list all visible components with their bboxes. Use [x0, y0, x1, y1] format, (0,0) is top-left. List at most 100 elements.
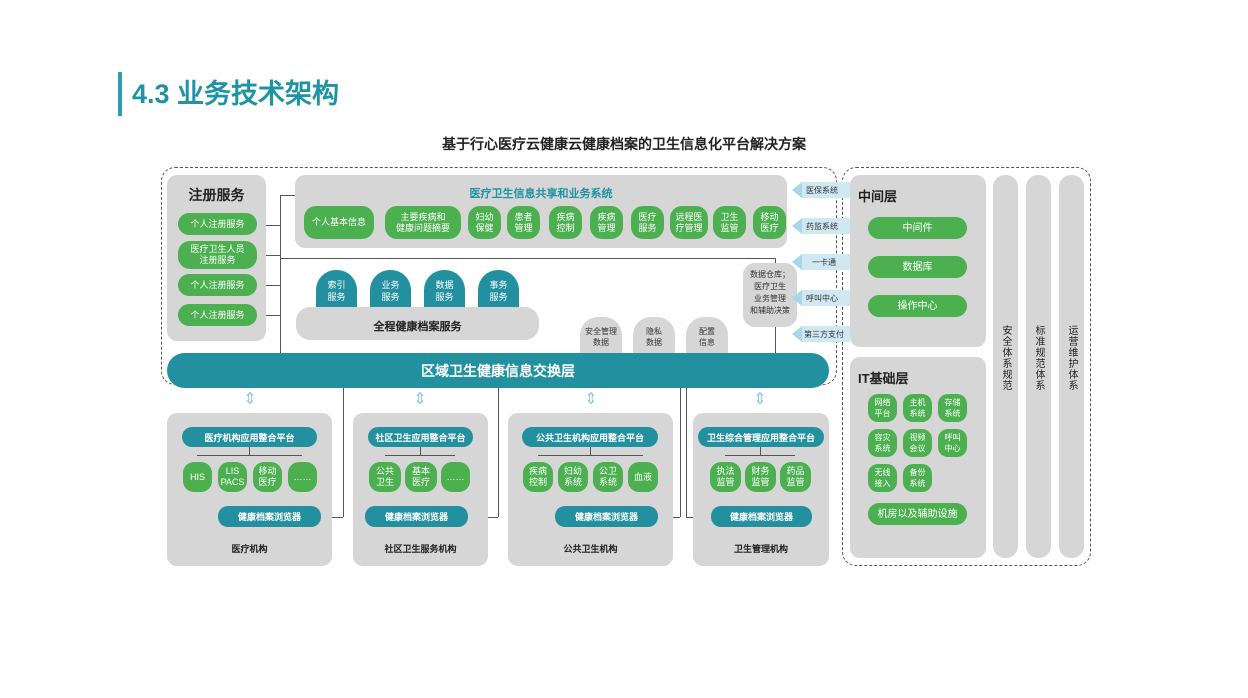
it-item[interactable]: 存储 系统 [938, 394, 967, 422]
side-system-label: 呼叫中心 [802, 290, 850, 306]
management-platform-bar[interactable]: 卫生综合管理应用整合平台 [698, 427, 824, 447]
archive-tab[interactable]: 事务 服务 [478, 270, 519, 312]
connector-line [343, 388, 344, 517]
management-app-item[interactable]: 执法 监管 [710, 462, 741, 492]
connector-line [385, 455, 455, 456]
community-app-item[interactable]: 基本 医疗 [405, 462, 437, 492]
it-layer-title: IT基础层 [858, 371, 909, 386]
archive-tab[interactable]: 索引 服务 [316, 270, 357, 312]
public-health-app-item[interactable]: 妇幼 系统 [558, 462, 588, 492]
it-item[interactable]: 视频 会议 [903, 429, 932, 457]
middleware-button[interactable]: 中间件 [868, 217, 967, 239]
management-institution-name: 卫生管理机构 [733, 544, 788, 554]
page-title: 4.3 业务技术架构 [132, 79, 340, 109]
medical-app-item[interactable]: 移动 医疗 [253, 462, 282, 492]
sharing-item[interactable]: 卫生 监管 [713, 206, 746, 239]
arrow-icon [792, 254, 802, 270]
public-health-browser-button[interactable]: 健康档案浏览器 [555, 506, 658, 527]
sharing-item[interactable]: 移动 医疗 [753, 206, 786, 239]
medical-app-item[interactable]: …… [288, 462, 317, 492]
it-item[interactable]: 呼叫 中心 [938, 429, 967, 457]
diagram-title: 基于行心医疗云健康云健康档案的卫生信息化平台解决方案 [442, 136, 806, 152]
side-system-label: 一卡通 [802, 254, 850, 270]
it-item[interactable]: 网络 平台 [868, 394, 897, 422]
management-browser-button[interactable]: 健康档案浏览器 [711, 506, 812, 527]
operation-maintenance-bar: 运营维护体系 [1059, 175, 1084, 558]
sharing-item[interactable]: 主要疾病和 健康问题摘要 [385, 206, 461, 239]
operation-center-button[interactable]: 操作中心 [868, 295, 967, 317]
public-health-app-item[interactable]: 血液 [628, 462, 658, 492]
management-app-item[interactable]: 财务 监管 [745, 462, 776, 492]
it-item[interactable]: 容灾 系统 [868, 429, 897, 457]
register-item[interactable]: 个人注册服务 [178, 213, 257, 235]
connector-line [725, 455, 795, 456]
archive-service-panel [296, 307, 539, 340]
config-info-box: 配置 信息 [686, 317, 728, 355]
machine-room-button[interactable]: 机房以及辅助设施 [868, 503, 967, 525]
security-data-box: 安全管理 数据 [580, 317, 622, 355]
database-button[interactable]: 数据库 [868, 256, 967, 278]
double-arrow-icon: ⇕ [413, 391, 427, 408]
sharing-item[interactable]: 患者 管理 [507, 206, 540, 239]
public-health-platform-bar[interactable]: 公共卫生机构应用整合平台 [522, 427, 658, 447]
it-layer-panel [850, 357, 986, 558]
medical-institution-name: 医疗机构 [231, 544, 268, 554]
public-health-app-item[interactable]: 疾病 控制 [523, 462, 553, 492]
archive-service-title: 全程健康档案服务 [373, 321, 462, 333]
sharing-item[interactable]: 疾病 控制 [549, 206, 582, 239]
community-app-item[interactable]: 公共 卫生 [369, 462, 401, 492]
it-item[interactable]: 备份 系统 [903, 464, 932, 492]
connector-line [280, 195, 296, 196]
side-system-label: 药监系统 [802, 218, 850, 234]
archive-tab[interactable]: 业务 服务 [370, 270, 411, 312]
archive-tab[interactable]: 数据 服务 [424, 270, 465, 312]
medical-app-item[interactable]: LIS PACS [218, 462, 247, 492]
community-platform-bar[interactable]: 社区卫生应用整合平台 [368, 427, 473, 447]
management-app-item[interactable]: 药品 监管 [780, 462, 811, 492]
sharing-item[interactable]: 远程医 疗管理 [670, 206, 708, 239]
double-arrow-icon: ⇕ [584, 391, 598, 408]
sharing-item[interactable]: 个人基本信息 [304, 206, 374, 239]
connector-line [420, 447, 421, 455]
connector-line [538, 455, 643, 456]
sharing-system-title: 医疗卫生信息共享和业务系统 [469, 188, 613, 200]
sharing-item[interactable]: 疾病 管理 [590, 206, 623, 239]
connector-line [686, 388, 687, 517]
connector-line [197, 455, 302, 456]
standard-spec-label: 标准规范体系 [1033, 325, 1044, 391]
connector-line [498, 388, 499, 517]
sharing-item[interactable]: 妇幼 保健 [468, 206, 501, 239]
community-app-item[interactable]: …… [441, 462, 470, 492]
double-arrow-icon: ⇕ [753, 391, 767, 408]
connector-line [266, 315, 280, 316]
sharing-item[interactable]: 医疗 服务 [631, 206, 664, 239]
connector-line [249, 447, 250, 455]
medical-platform-bar[interactable]: 医疗机构应用整合平台 [182, 427, 317, 447]
security-spec-bar: 安全体系规范 [993, 175, 1018, 558]
privacy-data-box: 隐私 数据 [633, 317, 675, 355]
community-institution-name: 社区卫生服务机构 [384, 544, 457, 554]
arrow-icon [792, 326, 802, 342]
standard-spec-bar: 标准规范体系 [1026, 175, 1051, 558]
register-item[interactable]: 医疗卫生人员 注册服务 [178, 241, 257, 269]
connector-line [280, 258, 775, 259]
double-arrow-icon: ⇕ [243, 391, 257, 408]
register-item[interactable]: 个人注册服务 [178, 274, 257, 296]
connector-line [266, 255, 280, 256]
connector-line [590, 447, 591, 455]
medical-browser-button[interactable]: 健康档案浏览器 [218, 506, 321, 527]
data-warehouse-box: 数据仓库； 医疗卫生 业务管理 和辅助决策 [743, 263, 797, 327]
connector-line [760, 447, 761, 455]
middle-layer-title: 中间层 [858, 189, 898, 204]
it-item[interactable]: 主机 系统 [903, 394, 932, 422]
it-item[interactable]: 无线 接入 [868, 464, 897, 492]
connector-line [266, 285, 280, 286]
register-service-title: 注册服务 [188, 187, 245, 203]
public-health-app-item[interactable]: 公卫 系统 [593, 462, 623, 492]
community-browser-button[interactable]: 健康档案浏览器 [365, 506, 468, 527]
register-item[interactable]: 个人注册服务 [178, 304, 257, 326]
arrow-icon [792, 218, 802, 234]
medical-app-item[interactable]: HIS [183, 462, 212, 492]
security-spec-label: 安全体系规范 [1000, 325, 1011, 391]
title-accent-bar [118, 72, 122, 116]
